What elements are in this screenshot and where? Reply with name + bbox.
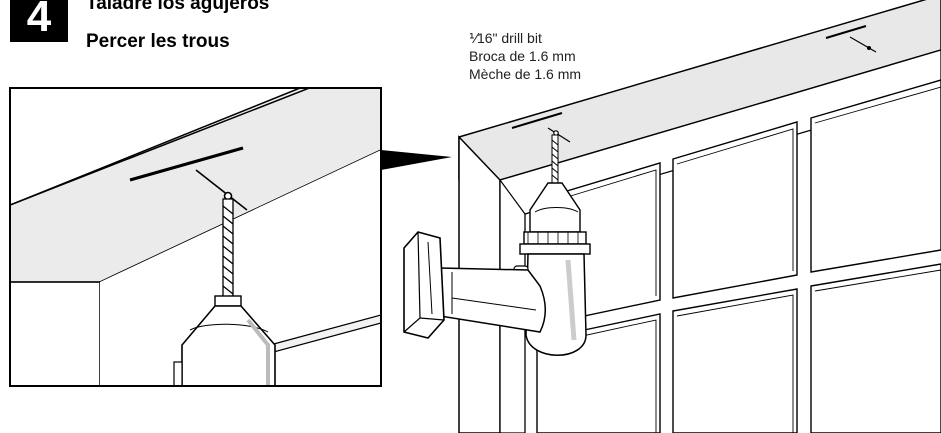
pencil-mark-left: [511, 112, 563, 129]
power-drill: [403, 182, 591, 356]
pane-r1c3: [810, 79, 941, 273]
marking-line-right: [849, 36, 877, 53]
window-frame: [403, 0, 941, 433]
marking-line-left: [547, 127, 571, 143]
drill-bit: [551, 134, 559, 184]
pane-r2c2: [672, 288, 798, 433]
step-number-badge: 4: [10, 0, 68, 42]
inset-marking-line: [195, 169, 248, 211]
drill-bit-label-english: ⅟16" drill bit: [469, 30, 542, 46]
pane-r1c2: [672, 121, 798, 299]
zoom-inset: [9, 87, 382, 387]
pencil-mark-right: [825, 25, 867, 39]
drill-bit-label-french: Mèche de 1.6 mm: [469, 66, 582, 82]
drill-bit-label-spanish: Broca de 1.6 mm: [469, 48, 576, 64]
inset-pencil-mark: [129, 146, 244, 182]
step-title-french: Percer les trous: [86, 31, 230, 52]
zoom-callout-pointer: [381, 150, 452, 170]
drill-bit-label: ⅟16" drill bit Broca de 1.6 mm Mèche de …: [469, 29, 581, 83]
step-title-spanish: Taladre los agujeros: [86, 0, 270, 14]
inset-frame-top-face: [10, 88, 381, 283]
pane-r2c3: [810, 263, 941, 433]
inset-border: [9, 87, 382, 387]
inset-drill-bit: [222, 198, 234, 305]
